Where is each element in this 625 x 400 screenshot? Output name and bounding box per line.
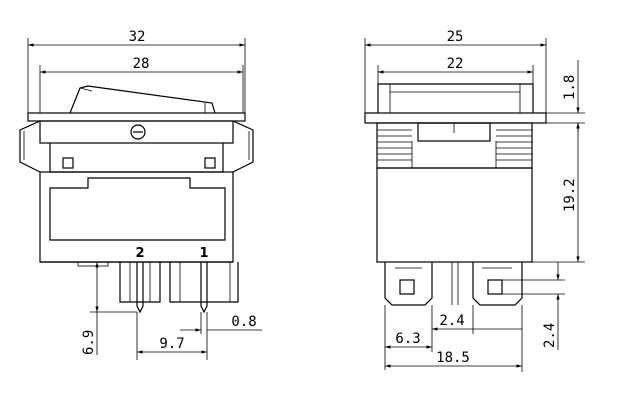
dim-side-1-8: 1.8: [562, 75, 578, 100]
dim-front-6-9: 6.9: [81, 330, 97, 355]
dim-side-25: 25: [447, 29, 464, 45]
dim-side-22: 22: [447, 56, 464, 72]
right-ribs: [496, 129, 532, 161]
side-dimensions: 25 22 1.8 19.2 2.4 6.3 2.4 18.5: [364, 29, 585, 372]
front-view: 2 1: [19, 85, 254, 314]
dim-side-19-2: 19.2: [562, 178, 578, 212]
dim-side-18-5: 18.5: [436, 350, 470, 366]
dim-side-2-4-v: 2.4: [542, 323, 558, 348]
front-dimensions: 32 28 6.9 9.7 0.8: [27, 29, 262, 360]
dim-side-2-4-h: 2.4: [439, 313, 464, 329]
left-ribs: [377, 129, 412, 161]
dim-front-0-8: 0.8: [231, 314, 256, 330]
dim-side-6-3: 6.3: [395, 331, 420, 347]
pin-label-2: 2: [135, 246, 144, 261]
pin-label-1: 1: [199, 246, 208, 261]
dim-front-9-7: 9.7: [159, 336, 184, 352]
side-view: [364, 83, 547, 306]
dim-front-28: 28: [133, 56, 150, 72]
dim-front-32: 32: [129, 29, 146, 45]
